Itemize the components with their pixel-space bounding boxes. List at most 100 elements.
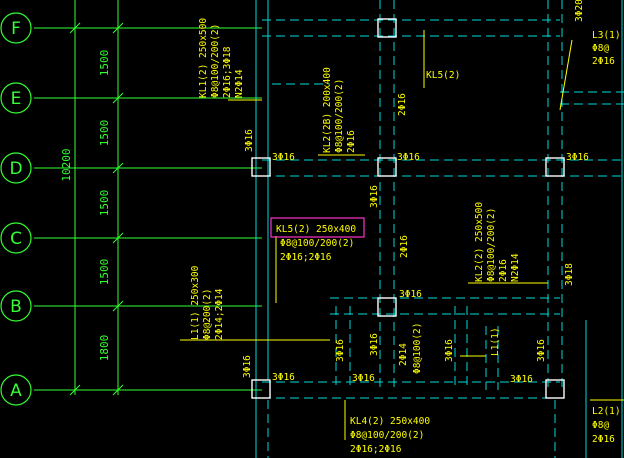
dimension-tick	[112, 22, 124, 34]
kl2-right-line-2: Φ8@100/200(2)	[486, 208, 497, 282]
dimension-span-ba: 1800	[98, 335, 111, 362]
kl2b-line-1: KL2(2B) 200x400	[322, 67, 333, 153]
rebar-a-mid-col2[interactable]: 3Φ16	[444, 339, 455, 362]
axis-bubble-e[interactable]	[0, 82, 32, 114]
rebar-c-mid-col[interactable]: 3Φ16	[369, 185, 380, 208]
mid-bar-annotation[interactable]: 2Φ14 Φ8@100(2)	[398, 323, 423, 374]
rebar-a-left-row[interactable]: 3Φ16	[272, 372, 295, 383]
dimension-tick	[112, 162, 124, 174]
beam-kl1-annotation[interactable]: KL1(2) 250x500 Φ8@100/200(2) 2Φ16;3Φ18 N…	[198, 18, 245, 98]
columns	[251, 18, 565, 399]
beam-l2-annotation[interactable]: L2(1) Φ8@ 2Φ16	[592, 406, 621, 445]
axis-bubble-c[interactable]	[0, 222, 32, 254]
dimension-span-cb: 1500	[98, 259, 111, 286]
column-f-mid[interactable]	[377, 18, 397, 38]
rebar-d-mid-row[interactable]: 3Φ16	[397, 152, 420, 163]
kl5-top-label[interactable]: KL5(2)	[426, 70, 460, 81]
beam-kl5-annotation[interactable]: KL5(2) 250x400 Φ8@100/200(2) 2Φ16;2Φ16	[276, 224, 356, 263]
rebar-b-right-col[interactable]: 3Φ18	[564, 263, 575, 286]
kl5-line-1: Φ8@100/200(2)	[280, 238, 354, 249]
leader-l3	[559, 39, 573, 111]
l2-line-3: 2Φ16	[592, 434, 615, 445]
rebar-a-right-col[interactable]: 3Φ16	[536, 339, 547, 362]
wall-lines	[255, 0, 623, 458]
top-right-rebar-label[interactable]: 3Φ20	[574, 0, 585, 22]
dimension-tick	[112, 300, 124, 312]
rebar-a-right-row[interactable]: 3Φ16	[510, 374, 533, 385]
kl2-right-line-4: N2Φ14	[510, 253, 521, 282]
kl1-line-2: Φ8@100/200(2)	[210, 24, 221, 98]
rebar-labels: 3Φ16 3Φ16 3Φ16 3Φ16 3Φ16 2Φ16 2Φ16 3Φ16 …	[242, 93, 589, 385]
axis-grid	[34, 0, 262, 396]
axis-letter-a: A	[10, 381, 22, 401]
axis-letter-e: E	[11, 89, 22, 109]
axis-bubble-f[interactable]	[0, 12, 32, 44]
beam-kl4-annotation[interactable]: KL4(2) 250x400 Φ8@100/200(2) 2Φ16;2Φ16	[350, 416, 430, 455]
l3-line-1: L3(1)	[592, 30, 621, 41]
column-d-left[interactable]	[251, 157, 271, 177]
l1-left-line-1: L1(1) 250x300	[190, 265, 201, 340]
rebar-c-mid-row[interactable]: 2Φ16	[399, 235, 410, 258]
column-a-left[interactable]	[251, 379, 271, 399]
l1-left-line-3: 2Φ14;2Φ14	[214, 288, 225, 340]
column-d-mid[interactable]	[377, 157, 397, 177]
kl1-line-3: 2Φ16;3Φ18	[222, 46, 233, 98]
l1-mid-label[interactable]: L1(1)	[490, 327, 501, 356]
dimension-tick	[112, 232, 124, 244]
axis-bubble-a[interactable]	[0, 374, 32, 406]
dimension-tick	[112, 92, 124, 104]
dimension-span-dc: 1500	[98, 190, 111, 217]
selection-highlight-box[interactable]	[270, 217, 365, 238]
axis-letter-c: C	[10, 229, 22, 249]
axis-letters: F E D C B A	[9, 19, 22, 401]
rebar-a-left-col[interactable]: 3Φ16	[242, 355, 253, 378]
beam-kl2-right-annotation[interactable]: KL2(2) 250x500 Φ8@100/200(2) 2Φ16 N2Φ14	[474, 202, 521, 282]
l3-line-2: Φ8@	[592, 43, 609, 54]
rebar-a-mid-row2[interactable]: 3Φ16	[352, 373, 375, 384]
leader-lines	[180, 30, 624, 440]
kl5-line-2: 2Φ16;2Φ16	[280, 252, 332, 263]
axis-bubbles	[0, 12, 32, 406]
rebar-d-right-row[interactable]: 3Φ16	[566, 152, 589, 163]
rebar-d-left-col[interactable]: 3Φ16	[244, 129, 255, 152]
beam-l3-annotation[interactable]: L3(1) Φ8@ 2Φ16	[592, 30, 621, 67]
kl5-title: KL5(2) 250x400	[276, 224, 356, 235]
kl4-line-2: Φ8@100/200(2)	[350, 430, 424, 441]
kl2-right-line-1: KL2(2) 250x500	[474, 202, 485, 282]
mid-bar-line-1: 2Φ14	[398, 343, 409, 366]
dimension-tick	[69, 22, 81, 34]
axis-letter-f: F	[11, 19, 21, 39]
kl4-line-1: KL4(2) 250x400	[350, 416, 430, 427]
dimension-span-fe: 1500	[98, 50, 111, 77]
dimension-span-ed: 1500	[98, 120, 111, 147]
kl1-line-4: N2Φ14	[234, 69, 245, 98]
rebar-b-mid-row[interactable]: 3Φ16	[399, 289, 422, 300]
l2-line-1: L2(1)	[592, 406, 621, 417]
axis-bubble-b[interactable]	[0, 290, 32, 322]
column-d-right[interactable]	[545, 157, 565, 177]
axis-letter-d: D	[9, 159, 22, 179]
dimension-total: 10200	[60, 148, 73, 181]
mid-bar-line-2: Φ8@100(2)	[412, 323, 423, 374]
kl4-line-3: 2Φ16;2Φ16	[350, 444, 402, 455]
column-a-right[interactable]	[545, 379, 565, 399]
l2-line-2: Φ8@	[592, 420, 609, 431]
beam-l1-left-annotation[interactable]: L1(1) 250x300 Φ8@200(2) 2Φ14;2Φ14	[190, 265, 225, 340]
l3-line-3: 2Φ16	[592, 56, 615, 67]
rebar-d-left-row[interactable]: 3Φ16	[272, 152, 295, 163]
kl2b-line-2: Φ8@100/200(2)	[334, 79, 345, 153]
beam-kl2b-annotation[interactable]: KL2(2B) 200x400 Φ8@100/200(2) 2Φ16	[322, 67, 357, 153]
rebar-a-mid-col[interactable]: 3Φ16	[369, 333, 380, 356]
axis-letter-b: B	[10, 297, 22, 317]
kl1-line-1: KL1(2) 250x500	[198, 18, 209, 98]
l1-left-line-2: Φ8@200(2)	[202, 289, 213, 340]
dimension-labels: 1500 1500 1500 1500 1800 10200	[60, 50, 111, 362]
dimension-tick	[112, 384, 124, 396]
axis-bubble-d[interactable]	[0, 152, 32, 184]
kl2b-line-3: 2Φ16	[346, 130, 357, 153]
column-b-mid[interactable]	[377, 297, 397, 317]
rebar-a-far-col[interactable]: 3Φ16	[335, 339, 346, 362]
rebar-e-mid-row[interactable]: 2Φ16	[397, 93, 408, 116]
